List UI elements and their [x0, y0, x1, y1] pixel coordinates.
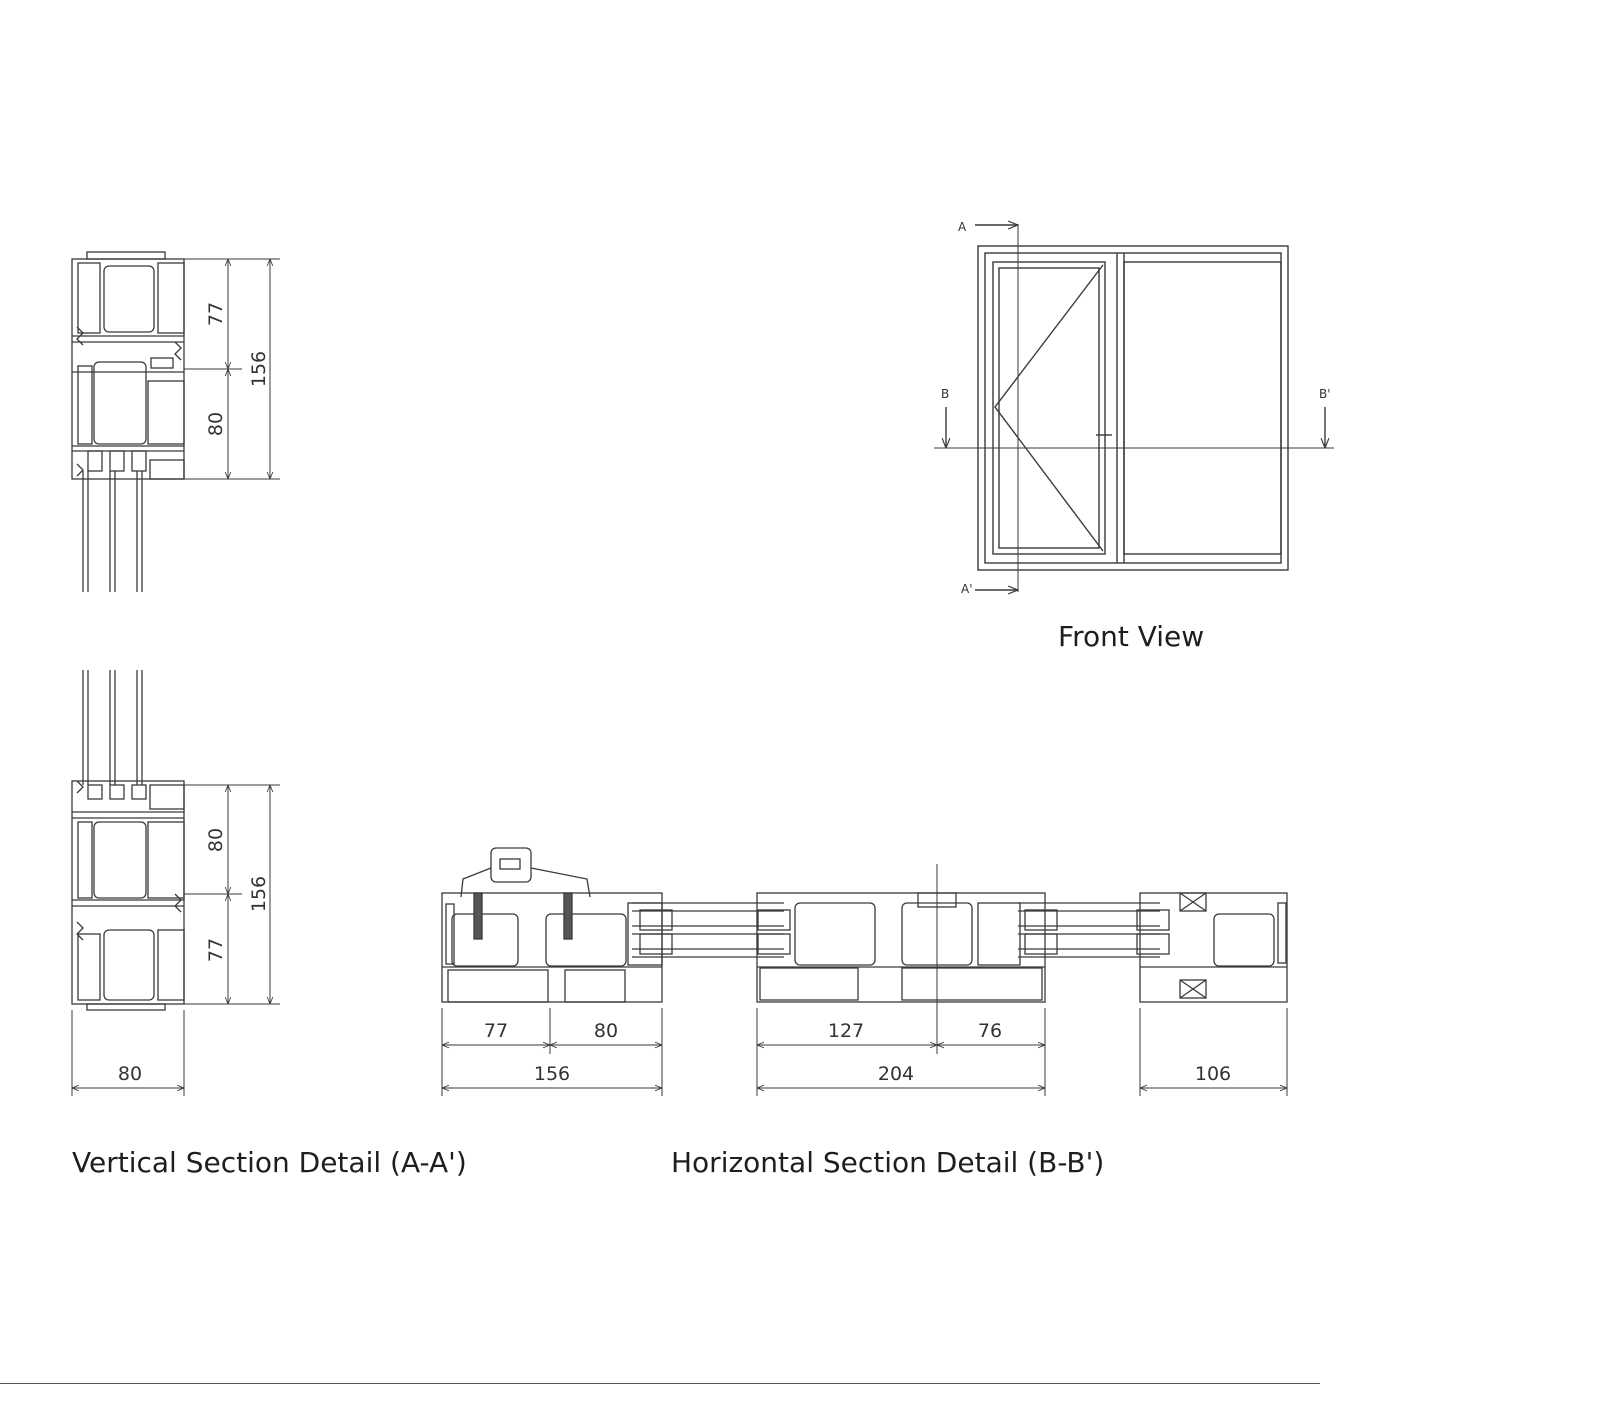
marker-a: A [958, 220, 967, 234]
dim-h-77: 77 [484, 1020, 508, 1042]
dim-h-156: 156 [534, 1063, 570, 1085]
vertical-section-sill [71, 670, 185, 1011]
dim-h-80: 80 [594, 1020, 618, 1042]
dim-head-80: 80 [205, 412, 227, 436]
horizontal-section-caption: Horizontal Section Detail (B-B') [671, 1146, 1105, 1179]
dim-h-106: 106 [1195, 1063, 1231, 1085]
dim-sill-156: 156 [248, 876, 270, 912]
marker-b: B [941, 387, 949, 401]
dim-h-127: 127 [828, 1020, 864, 1042]
vertical-section-caption: Vertical Section Detail (A-A') [72, 1146, 467, 1179]
dim-head-156: 156 [248, 351, 270, 387]
vertical-head-dimensions [184, 258, 280, 480]
footer-divider [0, 1383, 1320, 1384]
horizontal-dimensions [441, 1008, 1288, 1096]
front-view-drawing [934, 224, 1334, 592]
front-right-pane [1123, 261, 1282, 555]
front-opening-indicator [994, 264, 1104, 552]
marker-b-prime: B' [1319, 387, 1331, 401]
dim-h-76: 76 [978, 1020, 1002, 1042]
front-left-sash [992, 261, 1106, 555]
dim-h-204: 204 [878, 1063, 914, 1085]
front-outer-frame [977, 245, 1289, 571]
front-inner-frame [984, 252, 1282, 564]
dim-width-80: 80 [118, 1063, 142, 1085]
vertical-section-head [71, 251, 185, 592]
vertical-sill-dimensions [71, 784, 280, 1096]
dim-sill-77: 77 [205, 938, 227, 962]
horizontal-section [441, 847, 1288, 1010]
dim-sill-80: 80 [205, 828, 227, 852]
marker-a-prime: A' [961, 582, 973, 596]
front-view-caption: Front View [1058, 620, 1205, 653]
dim-head-77: 77 [205, 302, 227, 326]
front-left-sash-inner [998, 267, 1100, 549]
